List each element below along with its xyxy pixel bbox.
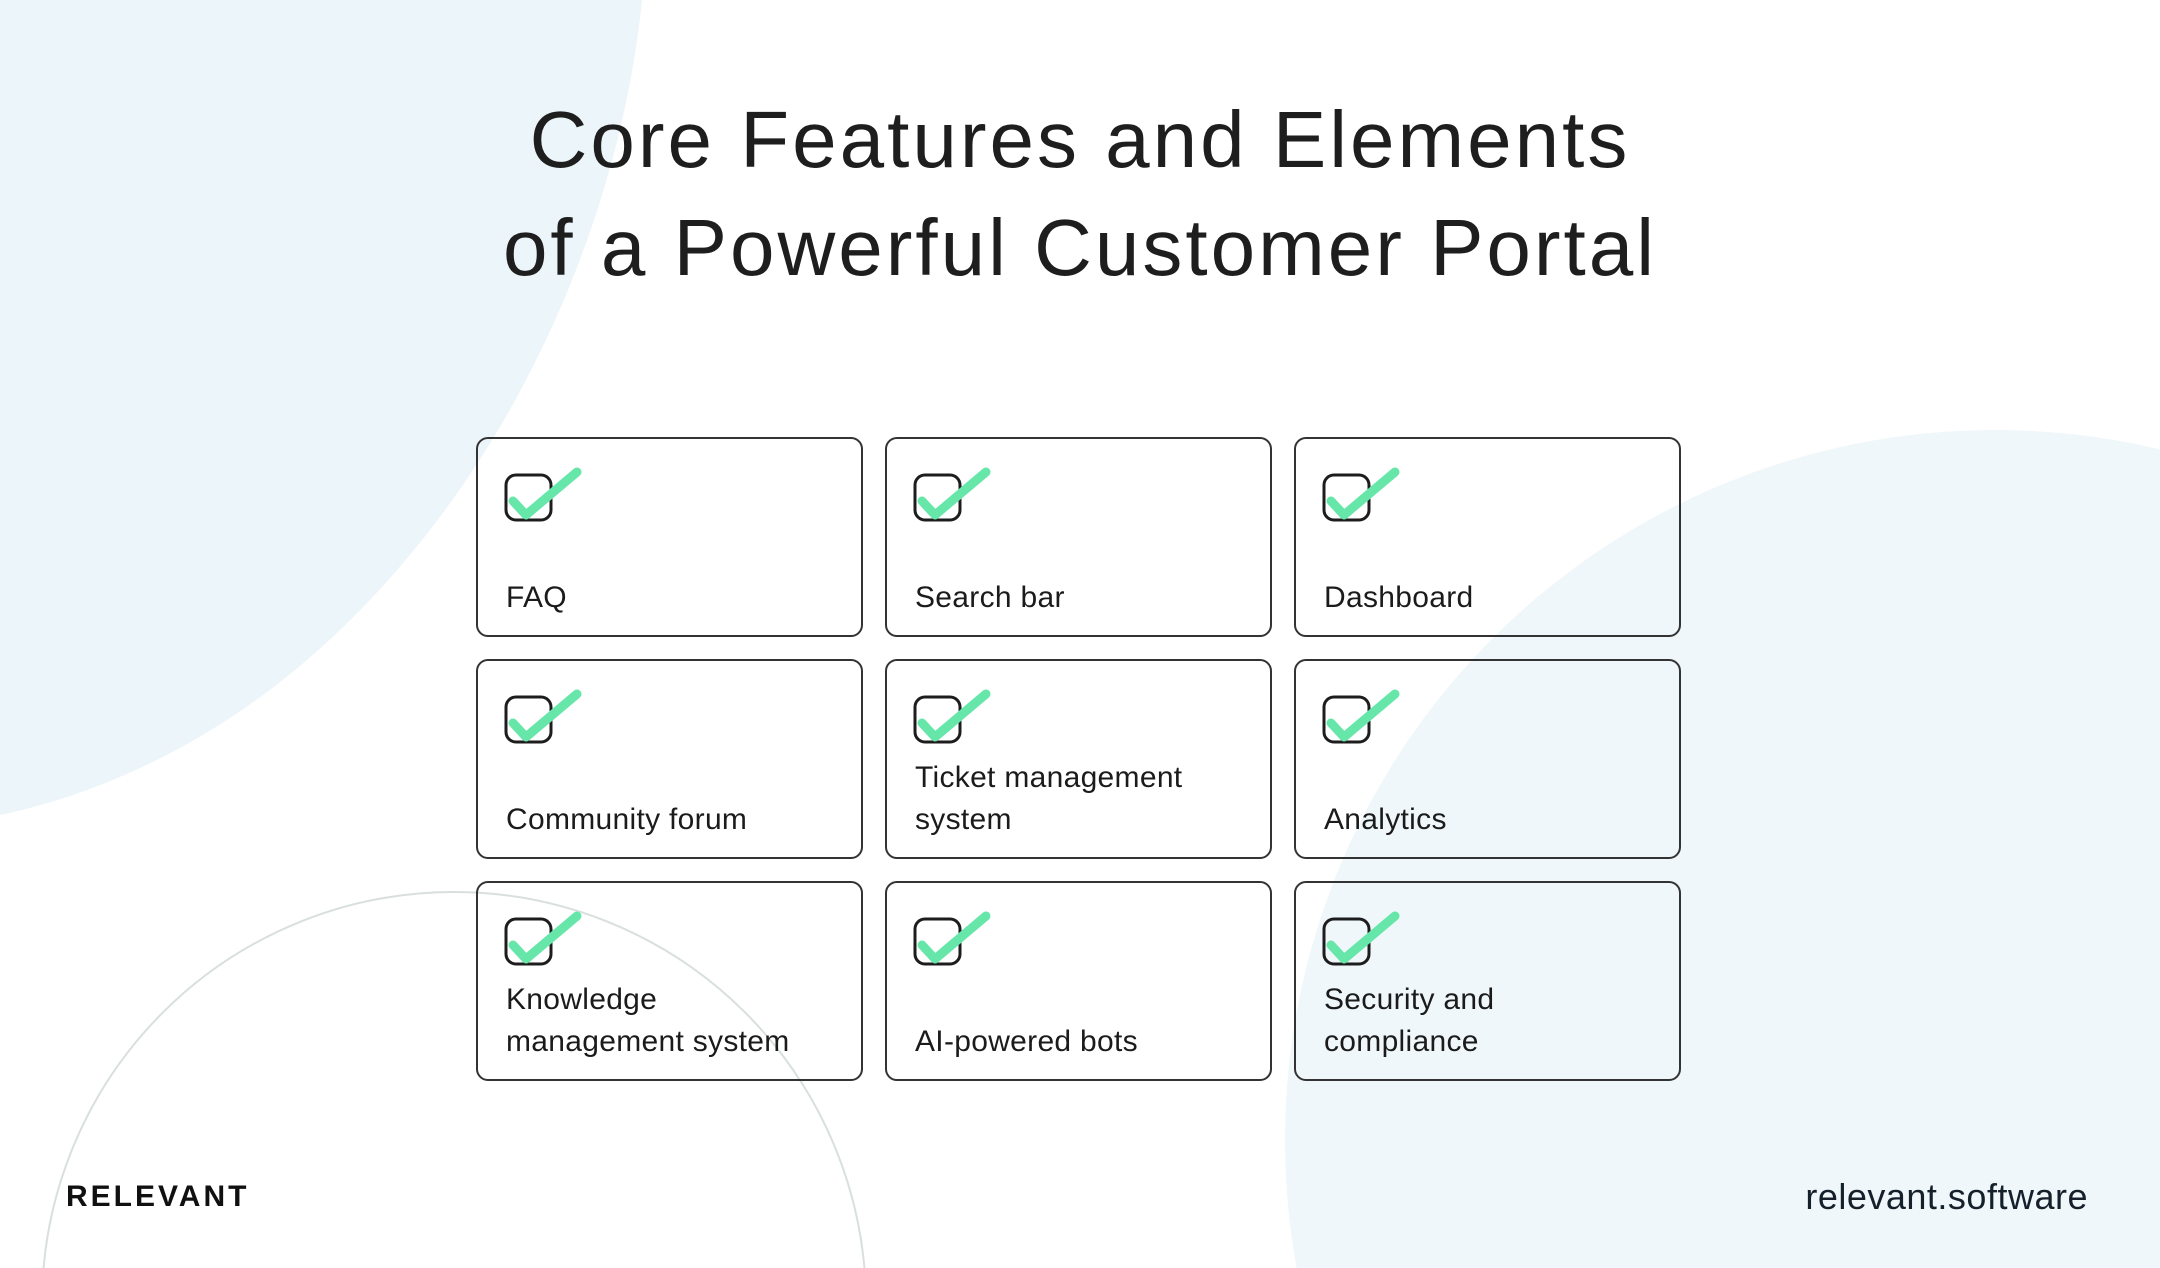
feature-card: Knowledge management system bbox=[476, 881, 863, 1081]
page-title: Core Features and Elements of a Powerful… bbox=[0, 86, 2160, 302]
feature-card: Analytics bbox=[1294, 659, 1681, 859]
feature-label: FAQ bbox=[506, 581, 567, 614]
website-link[interactable]: relevant.software bbox=[1805, 1176, 2088, 1217]
feature-card: Community forum bbox=[476, 659, 863, 859]
page-title-line2: of a Powerful Customer Portal bbox=[502, 203, 1658, 292]
checkbox-checked-icon bbox=[1322, 689, 1400, 744]
checkbox-checked-icon bbox=[504, 689, 582, 744]
checkbox-checked-icon bbox=[1322, 911, 1400, 966]
feature-label: Search bar bbox=[915, 581, 1065, 614]
feature-card: Search bar bbox=[885, 437, 1272, 637]
feature-card: Ticket management system bbox=[885, 659, 1272, 859]
feature-card: AI-powered bots bbox=[885, 881, 1272, 1081]
feature-label: Community forum bbox=[506, 803, 748, 836]
decor-ring-bottom-left bbox=[42, 891, 866, 1268]
feature-card: Dashboard bbox=[1294, 437, 1681, 637]
feature-label: Dashboard bbox=[1324, 581, 1474, 614]
feature-card: Security and compliance bbox=[1294, 881, 1681, 1081]
feature-label: Knowledge management system bbox=[506, 983, 790, 1058]
relevant-logo: RELEVANT bbox=[66, 1180, 250, 1213]
checkbox-checked-icon bbox=[913, 467, 991, 522]
feature-label: Ticket management system bbox=[915, 761, 1183, 836]
feature-label: AI-powered bots bbox=[915, 1025, 1138, 1058]
feature-label: Security and compliance bbox=[1324, 983, 1495, 1058]
checkbox-checked-icon bbox=[913, 689, 991, 744]
decor-circle-bottom-right bbox=[1285, 430, 2160, 1268]
checkbox-checked-icon bbox=[504, 911, 582, 966]
checkbox-checked-icon bbox=[1322, 467, 1400, 522]
checkbox-checked-icon bbox=[504, 467, 582, 522]
feature-label: Analytics bbox=[1324, 803, 1447, 836]
features-grid: FAQ Search bar Dashboard Community forum bbox=[476, 437, 1681, 1081]
checkbox-checked-icon bbox=[913, 911, 991, 966]
decor-blob-top-left bbox=[0, 0, 642, 815]
feature-card: FAQ bbox=[476, 437, 863, 637]
page-title-line1: Core Features and Elements bbox=[529, 95, 1631, 184]
